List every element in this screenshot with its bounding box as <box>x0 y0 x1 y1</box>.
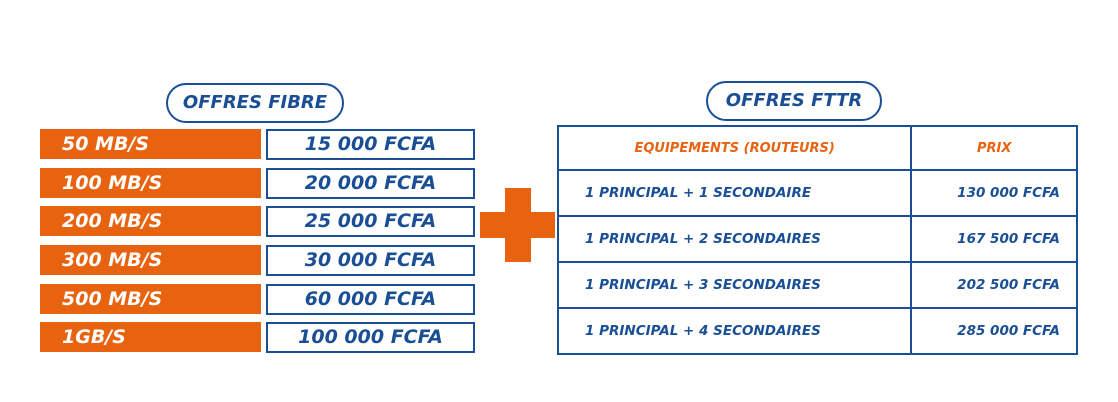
fttr-price-3: 202 500 FCFA <box>910 261 1078 309</box>
fttr-header-equipment: EQUIPEMENTS (ROUTEURS) <box>556 125 913 171</box>
fibre-speed-300: 300 MB/S <box>40 245 261 275</box>
fttr-equipment-4: 1 PRINCIPAL + 4 SECONDAIRES <box>556 307 913 355</box>
table-row: 1 PRINCIPAL + 1 SECONDAIRE 130 000 FCFA <box>556 169 1078 217</box>
fibre-speed-100: 100 MB/S <box>40 168 261 198</box>
fttr-header-price: PRIX <box>910 125 1078 171</box>
fttr-price-1: 130 000 FCFA <box>910 169 1078 217</box>
fttr-table: EQUIPEMENTS (ROUTEURS) PRIX 1 PRINCIPAL … <box>556 125 1078 355</box>
fttr-header-row: EQUIPEMENTS (ROUTEURS) PRIX <box>556 125 1078 171</box>
fibre-price-500: 60 000 FCFA <box>266 284 475 315</box>
fttr-equipment-1: 1 PRINCIPAL + 1 SECONDAIRE <box>556 169 913 217</box>
fibre-speed-50: 50 MB/S <box>40 129 261 159</box>
fibre-speed-200: 200 MB/S <box>40 206 261 236</box>
fibre-title: OFFRES FIBRE <box>166 83 344 123</box>
fttr-equipment-3: 1 PRINCIPAL + 3 SECONDAIRES <box>556 261 913 309</box>
fttr-price-2: 167 500 FCFA <box>910 215 1078 263</box>
fibre-price-50: 15 000 FCFA <box>266 129 475 160</box>
table-row: 1 PRINCIPAL + 2 SECONDAIRES 167 500 FCFA <box>556 215 1078 263</box>
fibre-price-1gb: 100 000 FCFA <box>266 322 475 353</box>
fibre-speed-500: 500 MB/S <box>40 284 261 314</box>
fttr-title: OFFRES FTTR <box>706 81 882 121</box>
fttr-price-4: 285 000 FCFA <box>910 307 1078 355</box>
fibre-price-100: 20 000 FCFA <box>266 168 475 199</box>
fttr-equipment-2: 1 PRINCIPAL + 2 SECONDAIRES <box>556 215 913 263</box>
fibre-price-300: 30 000 FCFA <box>266 245 475 276</box>
table-row: 1 PRINCIPAL + 4 SECONDAIRES 285 000 FCFA <box>556 307 1078 355</box>
fibre-price-200: 25 000 FCFA <box>266 206 475 237</box>
fibre-speed-1gb: 1GB/S <box>40 322 261 352</box>
table-row: 1 PRINCIPAL + 3 SECONDAIRES 202 500 FCFA <box>556 261 1078 309</box>
